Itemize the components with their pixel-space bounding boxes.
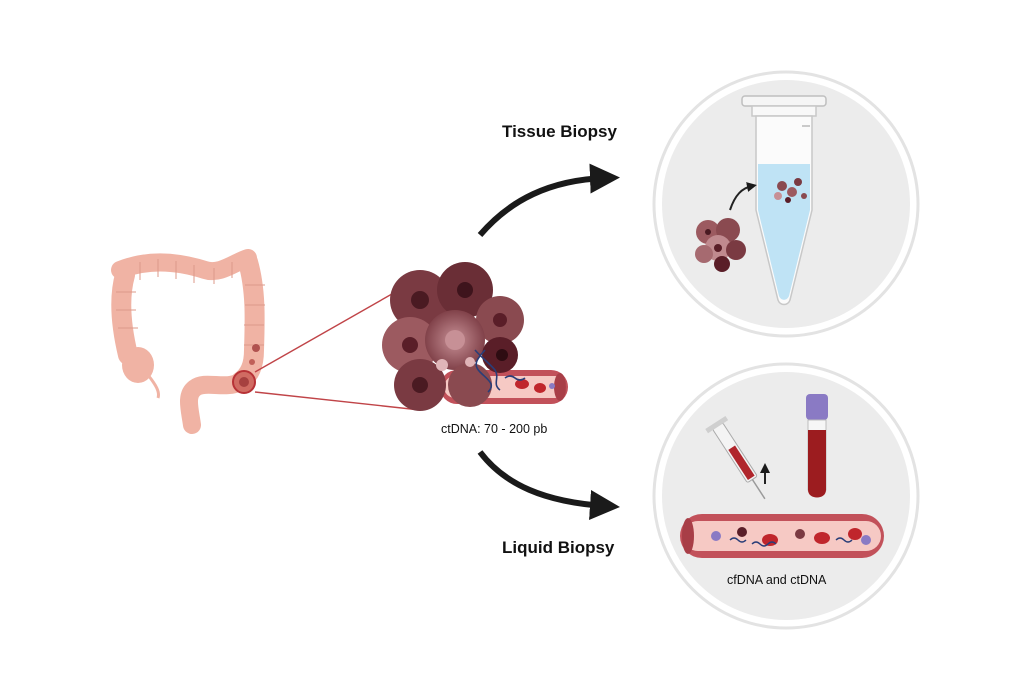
blood-vessel-icon (680, 514, 884, 558)
conical-tube-icon (741, 95, 827, 306)
dna-strand-icon (474, 349, 526, 393)
curved-arrow-icon (729, 182, 757, 211)
tissue-biopsy-label: Tissue Biopsy (502, 122, 617, 141)
colon-icon (111, 249, 265, 434)
blood-collection-tube-icon (806, 394, 828, 498)
cfdna-ctdna-label: cfDNA and ctDNA (727, 573, 827, 587)
liquid-biopsy-label: Liquid Biopsy (502, 538, 615, 557)
tissue-sample-icon (695, 218, 746, 272)
liquid-biopsy-panel (652, 362, 920, 630)
ctdna-size-label: ctDNA: 70 - 200 pb (441, 422, 548, 436)
curved-arrow-icon (477, 163, 620, 237)
curved-arrow-icon (477, 450, 620, 520)
syringe-icon (705, 415, 766, 500)
tissue-fragments (774, 178, 807, 203)
tumor-mass-icon (382, 262, 524, 411)
